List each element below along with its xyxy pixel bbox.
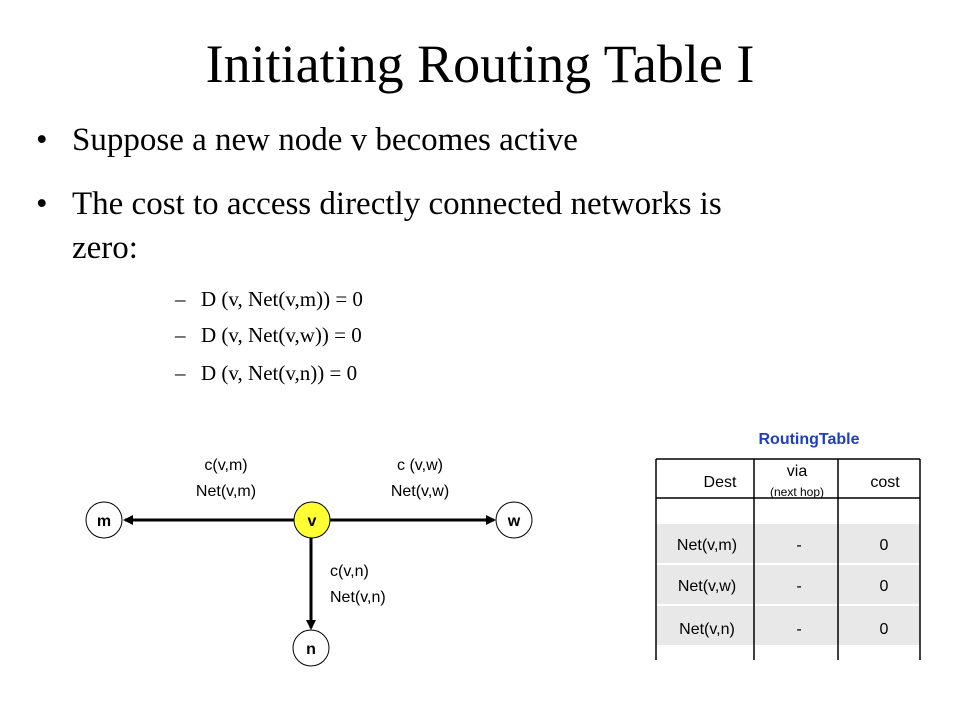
node-label: m — [97, 513, 111, 530]
cell-cost: 0 — [880, 537, 889, 554]
cell-dest: Net(v,m) — [677, 537, 737, 554]
sub-item-2: –D (v, Net(v,w)) = 0 — [175, 320, 362, 350]
node-w: w — [495, 501, 533, 539]
sub-item-text: D (v, Net(v,m)) = 0 — [201, 287, 363, 311]
sub-item-1: –D (v, Net(v,m)) = 0 — [175, 284, 363, 314]
node-circle — [495, 501, 533, 539]
header-via-sub: (next hop) — [770, 485, 824, 499]
cell-cost: 0 — [880, 621, 889, 638]
edge-label-net-vn: Net(v,n) — [330, 589, 386, 606]
cell-dest: Net(v,n) — [679, 621, 735, 638]
cell-cost: 0 — [880, 578, 889, 595]
edge-label-net-vw: Net(v,w) — [391, 483, 449, 500]
cell-dest: Net(v,w) — [678, 578, 736, 595]
table-row-bg — [656, 524, 920, 563]
header-cost: cost — [870, 474, 900, 491]
routing-table-title: RoutingTable — [758, 431, 859, 448]
cell-via: - — [796, 537, 801, 554]
header-dest: Dest — [704, 474, 737, 491]
node-circle — [292, 629, 330, 667]
node-circle — [85, 501, 123, 539]
slide-title: Initiating Routing Table I — [205, 34, 755, 94]
table-row-bg — [656, 606, 920, 645]
sub-item-dash: – — [175, 361, 186, 385]
sub-item-text: D (v, Net(v,n)) = 0 — [201, 361, 358, 385]
sub-item-3: –D (v, Net(v,n)) = 0 — [175, 358, 357, 388]
edge-label-net-vm: Net(v,m) — [196, 483, 256, 500]
header-via: via — [787, 463, 808, 480]
node-v: v — [293, 501, 331, 539]
routing-table: RoutingTable Dest via (next hop) cost Ne… — [655, 431, 921, 660]
bullet-text: The cost to access directly connected ne… — [72, 186, 722, 222]
cell-via: - — [796, 621, 801, 638]
table-row: Net(v,w) - 0 — [678, 578, 889, 595]
edge-label-cost-vw: c (v,w) — [397, 457, 443, 474]
sub-item-dash: – — [175, 323, 186, 347]
edge-label-cost-vn: c(v,n) — [330, 563, 369, 580]
edge-label-cost-vm: c(v,m) — [204, 457, 247, 474]
node-label: v — [308, 513, 317, 530]
node-label: w — [507, 513, 521, 530]
node-label: n — [306, 641, 316, 658]
cell-via: - — [796, 578, 801, 595]
bullet-dot: • — [36, 186, 48, 222]
bullet-text: Suppose a new node v becomes active — [72, 122, 578, 158]
sub-item-text: D (v, Net(v,w)) = 0 — [201, 323, 362, 347]
sub-item-dash: – — [175, 287, 186, 311]
table-row: Net(v,m) - 0 — [677, 537, 889, 554]
node-n: n — [292, 629, 330, 667]
bullet-dot: • — [36, 122, 48, 158]
bullet-text-continuation: zero: — [72, 230, 138, 266]
table-row-bg — [656, 565, 920, 604]
node-m: m — [85, 501, 123, 539]
node-circle — [293, 501, 331, 539]
table-row: Net(v,n) - 0 — [679, 621, 888, 638]
